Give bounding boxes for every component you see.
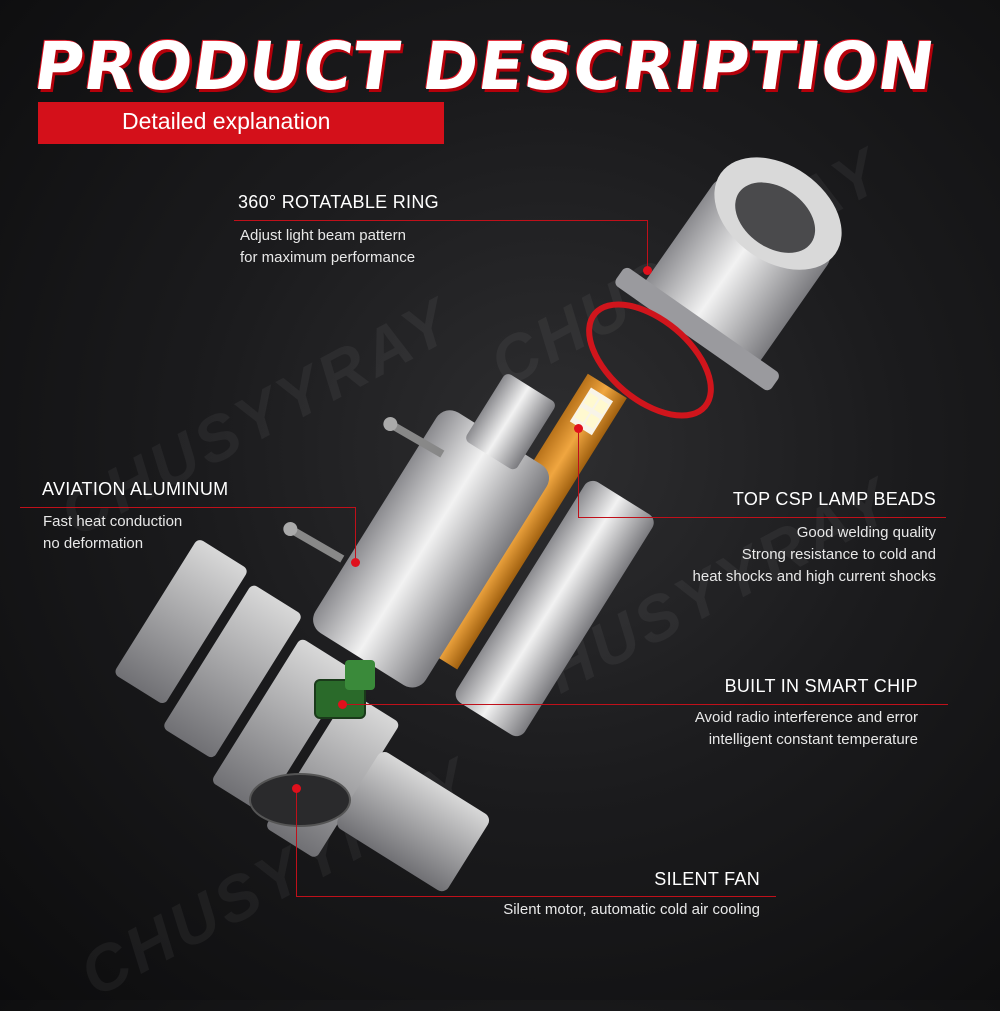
callout-dot [574,424,583,433]
subtitle-banner [38,102,444,144]
feature-desc-smart-chip: Avoid radio interference and error intel… [694,709,918,748]
feature-desc-lamp-beads: Good welding quality Strong resistance t… [692,524,936,585]
callout-dot [338,700,347,709]
callout-line [296,896,776,897]
feature-title-silent-fan: SILENT FAN [654,869,760,889]
callout-dot [643,266,652,275]
callout-line [578,430,579,518]
callout-line [234,220,648,221]
callout-line [578,517,946,518]
o-ring [586,301,714,419]
callout-line [344,704,948,705]
callout-line [296,790,297,897]
feature-desc-ring: Adjust light beam pattern for maximum pe… [240,227,416,266]
callout-dot [292,784,301,793]
feature-desc-silent-fan: Silent motor, automatic cold air cooling [503,901,760,918]
feature-title-smart-chip: BUILT IN SMART CHIP [724,676,918,696]
callout-line [355,507,356,562]
screw [383,417,445,458]
feature-title-lamp-beads: TOP CSP LAMP BEADS [732,489,936,509]
rotatable-ring [615,157,842,391]
screw [283,522,345,563]
callout-line [647,220,648,270]
fan [249,773,351,827]
page-subtitle: Detailed explanation [122,108,331,134]
callout-line [20,507,356,508]
feature-title-ring: 360° ROTATABLE RING [238,192,439,212]
feature-title-aluminum: AVIATION ALUMINUM [42,479,229,499]
aluminum-body [313,374,555,688]
feature-desc-aluminum: Fast heat conduction no deformation [43,513,183,552]
callout-dot [351,558,360,567]
page-title: PRODUCT DESCRIPTION [29,28,941,105]
